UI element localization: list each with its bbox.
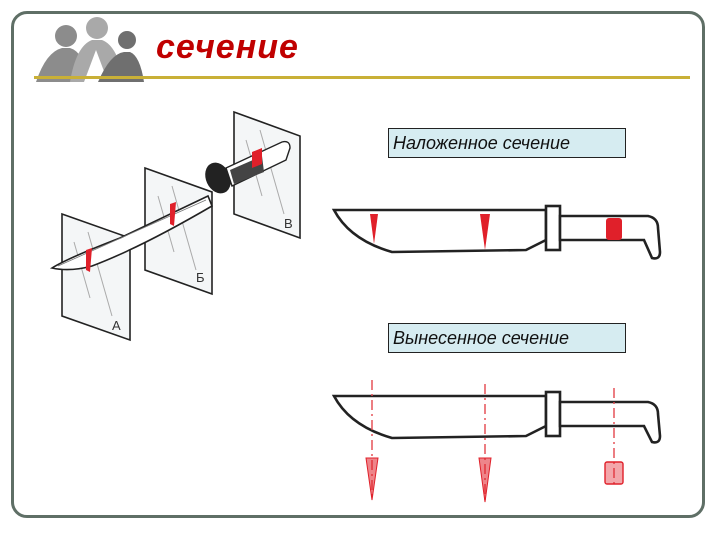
perspective-section-b (170, 202, 176, 226)
plane-label-a: А (112, 318, 121, 333)
business-people-logo (36, 17, 144, 82)
removed-section-2 (478, 457, 492, 503)
superimposed-section-2 (480, 214, 490, 250)
label-superimposed-section: Наложенное сечение (388, 128, 626, 158)
removed-section-1 (365, 457, 379, 501)
perspective-section-v (252, 148, 262, 168)
slide-title: сечение (156, 28, 299, 66)
superimposed-section-3 (606, 218, 622, 240)
removed-section-3 (604, 461, 624, 485)
superimposed-section-1 (370, 214, 378, 244)
plane-label-v: В (284, 216, 293, 231)
plane-label-b: Б (196, 270, 205, 285)
label-removed-section: Вынесенное сечение (388, 323, 626, 353)
knife-side-view-2 (331, 390, 662, 444)
perspective-section-a (86, 248, 92, 272)
title-underline (34, 76, 690, 79)
